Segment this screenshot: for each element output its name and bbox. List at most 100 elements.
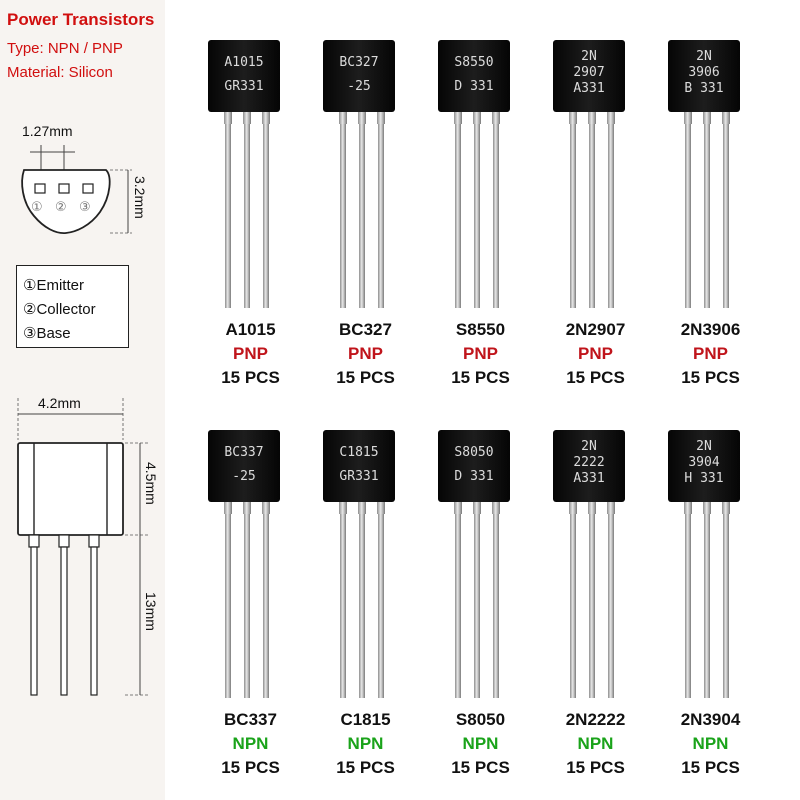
transistor-body	[668, 430, 740, 502]
transistor-marking: A331	[573, 81, 604, 96]
transistor-lead-shoulder	[569, 502, 577, 514]
lead-2	[60, 546, 68, 696]
transistor-lead-2	[589, 500, 595, 698]
transistor-lead-1	[455, 500, 461, 698]
transistor-lead-shoulder	[358, 502, 366, 514]
side-view-diagram: 4.2mm 4.5mm 13mm	[17, 395, 159, 696]
transistor-lead-2	[589, 110, 595, 308]
part-number: 2N2907	[565, 320, 626, 339]
to92-outline	[21, 169, 111, 234]
quantity-label: 15 PCS	[681, 758, 740, 777]
transistor-lead-3	[723, 500, 729, 698]
polarity-label: NPN	[462, 734, 499, 753]
pin-legend-base: ③Base	[23, 325, 71, 342]
quantity-label: 15 PCS	[451, 368, 510, 387]
transistor-marking: 2N	[696, 439, 712, 454]
part-number: 2N2222	[565, 710, 626, 729]
package-body-outline	[17, 442, 124, 536]
transistor-lead-shoulder	[703, 502, 711, 514]
transistor-marking: A1015	[224, 55, 263, 70]
transistor-lead-shoulder	[588, 112, 596, 124]
width-label: 4.2mm	[38, 395, 81, 411]
part-number: S8050	[455, 710, 506, 729]
transistor-lead-1	[570, 500, 576, 698]
transistor-lead-shoulder	[588, 502, 596, 514]
transistor-lead-2	[244, 500, 250, 698]
pin-number-3: ③	[79, 200, 91, 215]
polarity-label: NPN	[577, 734, 614, 753]
part-number: A1015	[225, 320, 276, 339]
transistor-lead-shoulder	[377, 502, 385, 514]
transistor-marking: S8550	[454, 55, 493, 70]
transistor-marking: S8050	[454, 445, 493, 460]
polarity-label: PNP	[348, 344, 383, 363]
transistor-body	[208, 430, 280, 502]
part-number: BC337	[224, 710, 277, 729]
part-number: C1815	[340, 710, 391, 729]
quantity-label: 15 PCS	[566, 368, 625, 387]
transistor-lead-shoulder	[339, 502, 347, 514]
transistor-body	[553, 40, 625, 112]
transistor-lead-shoulder	[358, 112, 366, 124]
transistor-lead-shoulder	[454, 112, 462, 124]
polarity-label: PNP	[463, 344, 498, 363]
transistor-lead-shoulder	[492, 502, 500, 514]
pin-legend: ①Emitter ②Collector ③Base	[16, 265, 129, 348]
polarity-label: PNP	[578, 344, 613, 363]
page-title: Power Transistors	[7, 10, 155, 29]
polarity-label: NPN	[232, 734, 269, 753]
spec-panel: Power Transistors Type: NPN / PNP Materi…	[0, 0, 165, 800]
transistor-lead-1	[455, 110, 461, 308]
transistor-photo: BC327-25	[323, 40, 395, 308]
transistor-body	[438, 40, 510, 112]
transistor-lead-shoulder	[262, 502, 270, 514]
transistor-lead-shoulder	[454, 502, 462, 514]
transistor-lead-shoulder	[492, 112, 500, 124]
transistor-marking: 2222	[573, 455, 604, 470]
transistor-lead-3	[493, 500, 499, 698]
transistor-lead-3	[263, 500, 269, 698]
transistor-marking: D 331	[454, 469, 493, 484]
transistor-lead-2	[244, 110, 250, 308]
transistor-photo: BC337-25	[208, 430, 280, 698]
transistor-lead-shoulder	[684, 112, 692, 124]
transistor-lead-2	[474, 110, 480, 308]
pitch-label: 1.27mm	[22, 123, 73, 139]
part-number: 2N3904	[680, 710, 741, 729]
height-label: 3.2mm	[132, 176, 148, 219]
transistor-body	[323, 40, 395, 112]
transistor-lead-3	[608, 110, 614, 308]
transistor-lead-1	[340, 500, 346, 698]
transistor-lead-1	[225, 500, 231, 698]
transistor-marking: GR331	[224, 79, 263, 94]
lead-length-label: 13mm	[143, 592, 159, 631]
transistor-lead-shoulder	[243, 112, 251, 124]
pin-number-1: ①	[31, 200, 43, 215]
pin-legend-collector: ②Collector	[23, 301, 96, 318]
lead-1	[30, 546, 38, 696]
transistor-lead-shoulder	[722, 112, 730, 124]
transistor-lead-shoulder	[473, 502, 481, 514]
transistor-lead-shoulder	[377, 112, 385, 124]
transistor-lead-shoulder	[339, 112, 347, 124]
transistor-marking: 2N	[581, 439, 597, 454]
transistor-body	[438, 430, 510, 502]
part-number: 2N3906	[680, 320, 741, 339]
lead-3	[90, 546, 98, 696]
transistor-body	[323, 430, 395, 502]
quantity-label: 15 PCS	[336, 368, 395, 387]
